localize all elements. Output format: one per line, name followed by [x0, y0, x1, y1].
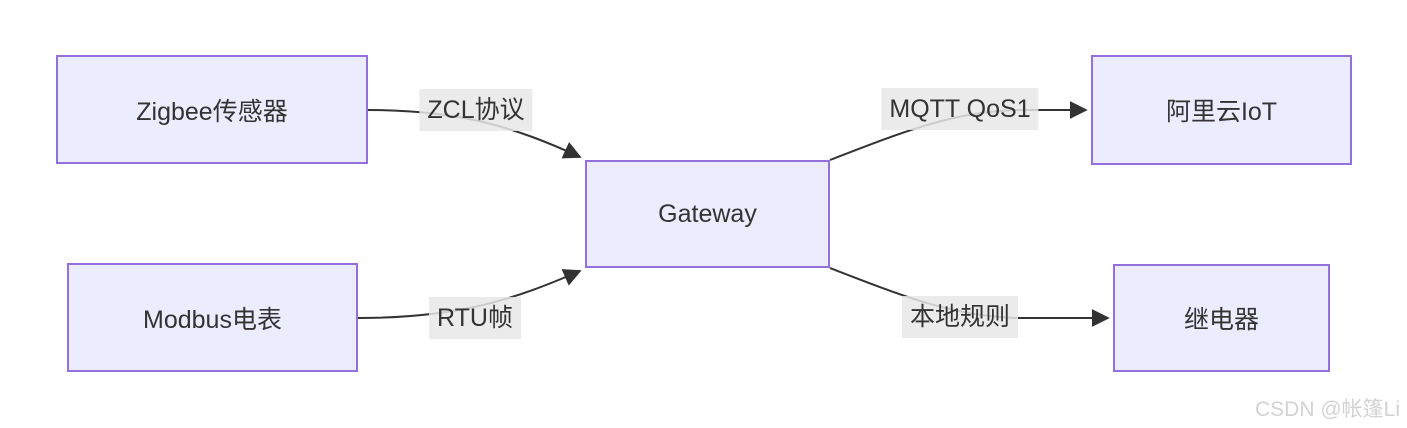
edge-label-local-rule: 本地规则	[901, 296, 1019, 338]
node-relay: 继电器	[1113, 264, 1330, 372]
csdn-watermark: CSDN @帐篷Li	[1254, 398, 1400, 421]
edge-label-rtu: RTU帧	[429, 297, 521, 339]
edge-label-mqtt: MQTT QoS1	[881, 88, 1039, 130]
node-aliyun-iot: 阿里云IoT	[1091, 55, 1352, 165]
node-gateway: Gateway	[585, 160, 830, 268]
node-modbus-meter: Modbus电表	[67, 263, 358, 372]
node-zigbee-sensor: Zigbee传感器	[56, 55, 368, 164]
edge-label-zcl: ZCL协议	[419, 89, 533, 131]
